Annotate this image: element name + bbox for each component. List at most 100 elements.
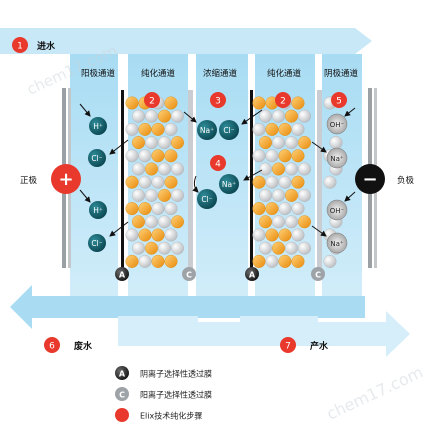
cation-resin-bead: [125, 228, 139, 242]
step-2-marker-b: 2: [275, 92, 291, 108]
svg-text:3: 3: [215, 97, 221, 107]
anion-membrane-2: [250, 90, 253, 268]
cation-resin-bead: [298, 188, 312, 202]
membrane-marker-a2: A: [245, 267, 259, 281]
cation-resin-bead: [170, 162, 184, 176]
product-flow-band: [118, 322, 388, 346]
step-6-marker: 6: [44, 337, 60, 353]
svg-text:Na⁺: Na⁺: [200, 126, 214, 135]
svg-text:A: A: [249, 271, 256, 280]
anion-resin-bead: [259, 215, 273, 229]
anion-resin-bead: [138, 202, 152, 216]
cation-resin-bead: [298, 109, 312, 123]
svg-text:+: +: [58, 169, 73, 190]
anion-resin-bead: [164, 175, 178, 189]
step-1-marker: 1: [12, 37, 28, 53]
legend-item-cation: C 阳离子选择性透过膜: [115, 387, 212, 401]
anion-resin-bead: [298, 136, 312, 150]
cation-resin-bead: [329, 136, 343, 150]
legend-item-anion: A 阴离子选择性透过膜: [115, 366, 212, 380]
anion-resin-bead: [265, 122, 279, 136]
cation-resin-bead: [291, 202, 305, 216]
anion-resin-bead: [278, 228, 292, 242]
cation-resin-bead: [272, 188, 286, 202]
cation-resin-bead: [252, 228, 266, 242]
product-arrow: [386, 311, 410, 357]
anion-resin-bead: [125, 254, 139, 268]
cation-resin-bead: [285, 241, 299, 255]
anion-resin-bead: [265, 228, 279, 242]
cation-resin-bead: [170, 241, 184, 255]
membrane-marker-c1: C: [182, 267, 196, 281]
anion-resin-bead: [144, 241, 158, 255]
cation-resin-bead: [323, 175, 337, 189]
cation-resin-bead: [259, 188, 273, 202]
cation-resin-bead: [291, 122, 305, 136]
anion-resin-bead: [151, 149, 165, 163]
step-5-marker: 5: [331, 92, 347, 108]
anion-resin-bead: [138, 228, 152, 242]
step-1-label: 进水: [37, 40, 56, 52]
svg-text:C: C: [186, 271, 192, 280]
cation-resin-bead: [252, 122, 266, 136]
cation-resin-bead: [170, 188, 184, 202]
svg-text:OH⁻: OH⁻: [330, 121, 345, 129]
anion-resin-bead: [285, 109, 299, 123]
cation-resin-bead: [323, 254, 337, 268]
inlet-flow-band: [0, 28, 355, 54]
anion-resin-bead: [125, 175, 139, 189]
cation-resin-bead: [138, 149, 152, 163]
channel-header-purify-1: 纯化通道: [141, 68, 176, 79]
anion-resin-bead: [291, 149, 305, 163]
cation-resin-bead: [291, 228, 305, 242]
cation-resin-bead: [151, 202, 165, 216]
cation-resin-bead: [157, 162, 171, 176]
svg-text:C: C: [315, 271, 321, 280]
cation-resin-bead: [278, 202, 292, 216]
cation-resin-bead: [125, 122, 139, 136]
anion-resin-bead: [157, 109, 171, 123]
cation-resin-bead: [138, 254, 152, 268]
anode-ions: H⁺ Cl⁻ H⁺ Cl⁻: [79, 103, 129, 252]
cation-resin-bead: [144, 109, 158, 123]
svg-text:阴离子选择性透过膜: 阴离子选择性透过膜: [140, 369, 212, 379]
anion-resin-bead: [164, 254, 178, 268]
svg-text:1: 1: [17, 42, 23, 52]
step-7-label: 产水: [310, 340, 329, 352]
anion-resin-bead: [125, 96, 139, 110]
positive-electrode: +: [51, 164, 81, 194]
cation-membrane-2: [317, 90, 322, 268]
step-2-marker-a: 2: [144, 92, 160, 108]
cation-resin-bead: [265, 149, 279, 163]
svg-text:A: A: [119, 271, 126, 280]
svg-text:A: A: [119, 370, 126, 379]
cation-resin-bead: [125, 149, 139, 163]
cation-resin-bead: [151, 175, 165, 189]
svg-text:2: 2: [149, 97, 155, 107]
svg-text:4: 4: [215, 160, 221, 170]
svg-text:5: 5: [336, 97, 342, 107]
cation-resin-bead: [131, 188, 145, 202]
anion-resin-bead: [151, 254, 165, 268]
legend-item-step: Elix技术纯化步骤: [115, 408, 202, 422]
anion-resin-bead: [144, 162, 158, 176]
anion-resin-bead: [151, 228, 165, 242]
svg-text:H⁺: H⁺: [93, 122, 103, 131]
cation-resin-bead: [259, 109, 273, 123]
anion-resin-bead: [291, 175, 305, 189]
anion-resin-bead: [252, 254, 266, 268]
svg-text:Cl⁻: Cl⁻: [91, 239, 102, 248]
cation-resin-bead: [138, 175, 152, 189]
cation-resin-bead: [164, 122, 178, 136]
anion-resin-bead: [151, 122, 165, 136]
cation-resin-bead: [131, 241, 145, 255]
cation-resin-bead: [298, 241, 312, 255]
inlet-arrow: [355, 28, 372, 54]
anion-membrane-1: [121, 90, 124, 268]
anion-resin-bead: [291, 254, 305, 268]
anion-resin-bead: [170, 136, 184, 150]
anion-resin-bead: [157, 188, 171, 202]
svg-text:Cl⁻: Cl⁻: [223, 126, 234, 135]
channel-header-cathode: 阴极通道: [324, 68, 359, 79]
